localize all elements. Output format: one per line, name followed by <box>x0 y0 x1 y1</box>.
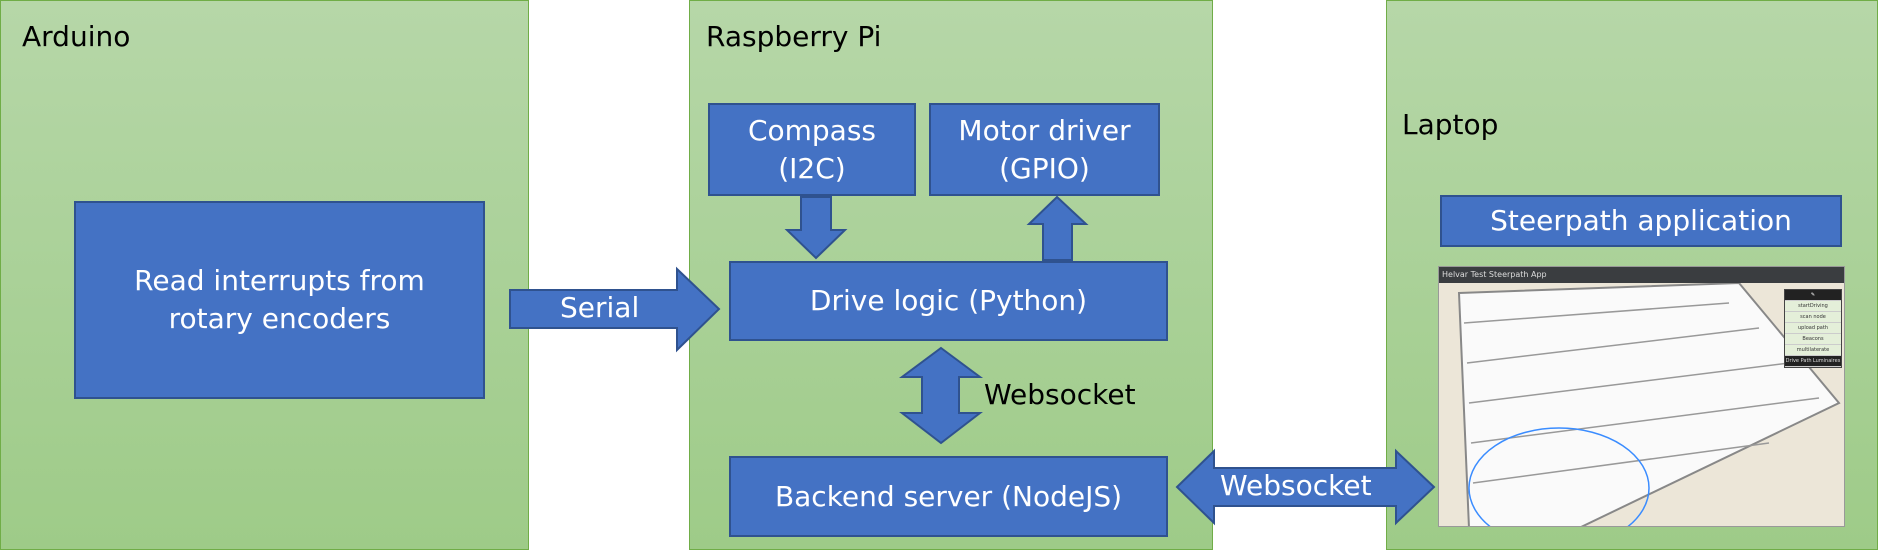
compass-box: Compass (I2C) <box>708 103 916 196</box>
read-interrupts-label: Read interrupts from rotary encoders <box>134 264 425 335</box>
websocket-internal-label: Websocket <box>984 378 1136 411</box>
websocket-vertical-arrow <box>898 346 984 445</box>
websocket-horizontal-arrow <box>1175 448 1436 526</box>
read-interrupts-box: Read interrupts from rotary encoders <box>74 201 485 399</box>
steerpath-label: Steerpath application <box>1490 204 1792 238</box>
serial-arrow <box>509 266 721 353</box>
motor-driver-box: Motor driver (GPIO) <box>929 103 1160 196</box>
compass-down-arrow <box>784 196 848 260</box>
laptop-title: Laptop <box>1402 108 1499 141</box>
app-menu: ✎ startDriving scan node upload path Bea… <box>1784 289 1842 368</box>
menu-multilaterate[interactable]: multilaterate <box>1785 345 1841 356</box>
map-view <box>1457 281 1841 526</box>
app-title-bar: Helvar Test Steerpath App <box>1439 267 1844 283</box>
drive-logic-box: Drive logic (Python) <box>729 261 1168 341</box>
menu-upload-path[interactable]: upload path <box>1785 323 1841 334</box>
motor-driver-label: Motor driver (GPIO) <box>958 113 1131 185</box>
steerpath-app-screenshot: Helvar Test Steerpath App ✎ startDriving… <box>1438 266 1845 527</box>
drive-logic-label: Drive logic (Python) <box>809 284 1088 318</box>
compass-label: Compass (I2C) <box>747 113 877 185</box>
drive-path-tab[interactable]: Drive Path <box>1785 358 1812 364</box>
backend-label: Backend server (NodeJS) <box>774 479 1123 513</box>
luminaires-tab[interactable]: Luminaires <box>1812 358 1841 364</box>
steerpath-box: Steerpath application <box>1440 195 1842 247</box>
websocket-external-label: Websocket <box>1220 469 1372 502</box>
menu-start-driving[interactable]: startDriving <box>1785 301 1841 312</box>
menu-beacons[interactable]: Beacons <box>1785 334 1841 345</box>
serial-label: Serial <box>560 291 640 324</box>
backend-server-box: Backend server (NodeJS) <box>729 456 1168 537</box>
pencil-icon[interactable]: ✎ <box>1785 290 1841 301</box>
motor-up-arrow <box>1026 195 1089 261</box>
arduino-title: Arduino <box>22 20 131 53</box>
menu-scan-node[interactable]: scan node <box>1785 312 1841 323</box>
raspberry-pi-title: Raspberry Pi <box>706 20 882 53</box>
